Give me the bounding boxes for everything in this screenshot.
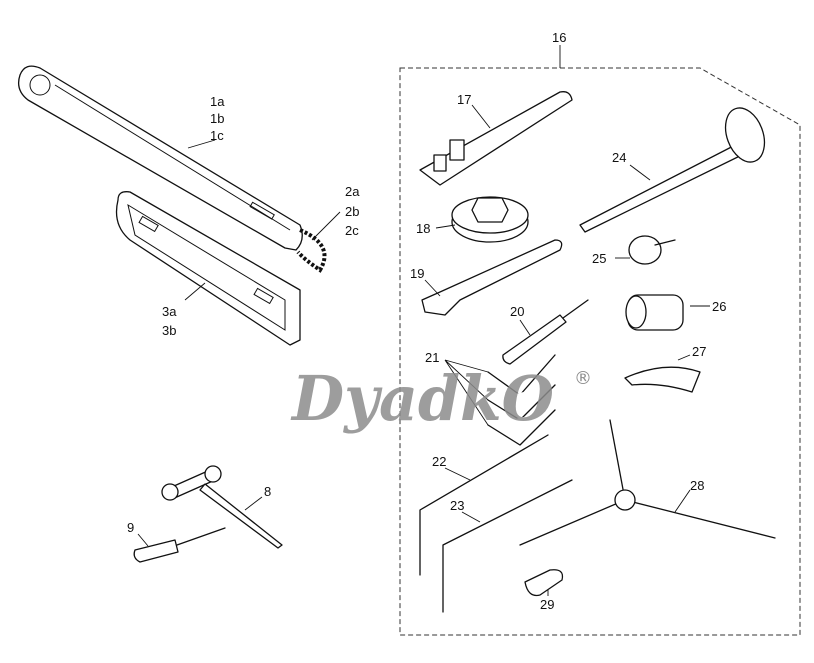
label-29: 29 [540,597,554,612]
leader-1 [187,139,216,149]
label-21: 21 [425,350,439,365]
curved-plate [624,366,701,393]
leader-21 [444,359,489,426]
kit-outline [399,67,801,636]
combination-wrench [161,465,283,549]
piston-stop-tool [579,107,766,233]
leader-9 [137,533,149,547]
label-19: 19 [410,266,424,281]
leader-23 [461,511,481,523]
label-17: 17 [457,92,471,107]
label-8: 8 [264,484,271,499]
label-23: 23 [450,498,464,513]
bar-cover [115,191,301,346]
label-1b: 1b [210,111,224,126]
label-2c: 2c [345,223,359,238]
label-28: 28 [690,478,704,493]
t-wrench-23 [442,479,573,613]
label-16: 16 [552,30,566,45]
label-3a: 3a [162,304,177,319]
leader-24 [629,164,651,181]
leader-19 [424,279,441,297]
screwdriver [133,527,226,563]
leader-22 [444,467,471,481]
leader-3 [184,282,206,301]
label-25: 25 [592,251,606,266]
label-22: 22 [432,454,446,469]
leader-27 [677,354,691,361]
hex-keys [487,354,556,446]
holder-tool [421,239,563,316]
registered-mark: ® [574,368,592,389]
knurled-adapter [625,294,684,331]
guide-bar [17,65,303,251]
label-26: 26 [712,299,726,314]
saw-chain [296,228,327,273]
sleeve-29 [524,569,564,597]
label-24: 24 [612,150,626,165]
adapter-25 [628,235,676,265]
label-20: 20 [510,304,524,319]
puller-bar [419,91,573,186]
flywheel-puller [451,196,529,243]
leader-17 [471,104,491,129]
drift-pin [502,314,567,365]
leader-18 [435,224,456,229]
leader-28 [674,489,691,513]
label-9: 9 [127,520,134,535]
label-1c: 1c [210,128,224,143]
label-1a: 1a [210,94,225,109]
tri-wrench [519,419,776,546]
label-3b: 3b [162,323,176,338]
leader-2 [311,211,341,241]
leader-20 [519,319,531,336]
label-18: 18 [416,221,430,236]
label-27: 27 [692,344,706,359]
label-2a: 2a [345,184,360,199]
watermark: DyadkO [290,362,554,435]
label-2b: 2b [345,204,359,219]
leader-8 [244,496,263,511]
